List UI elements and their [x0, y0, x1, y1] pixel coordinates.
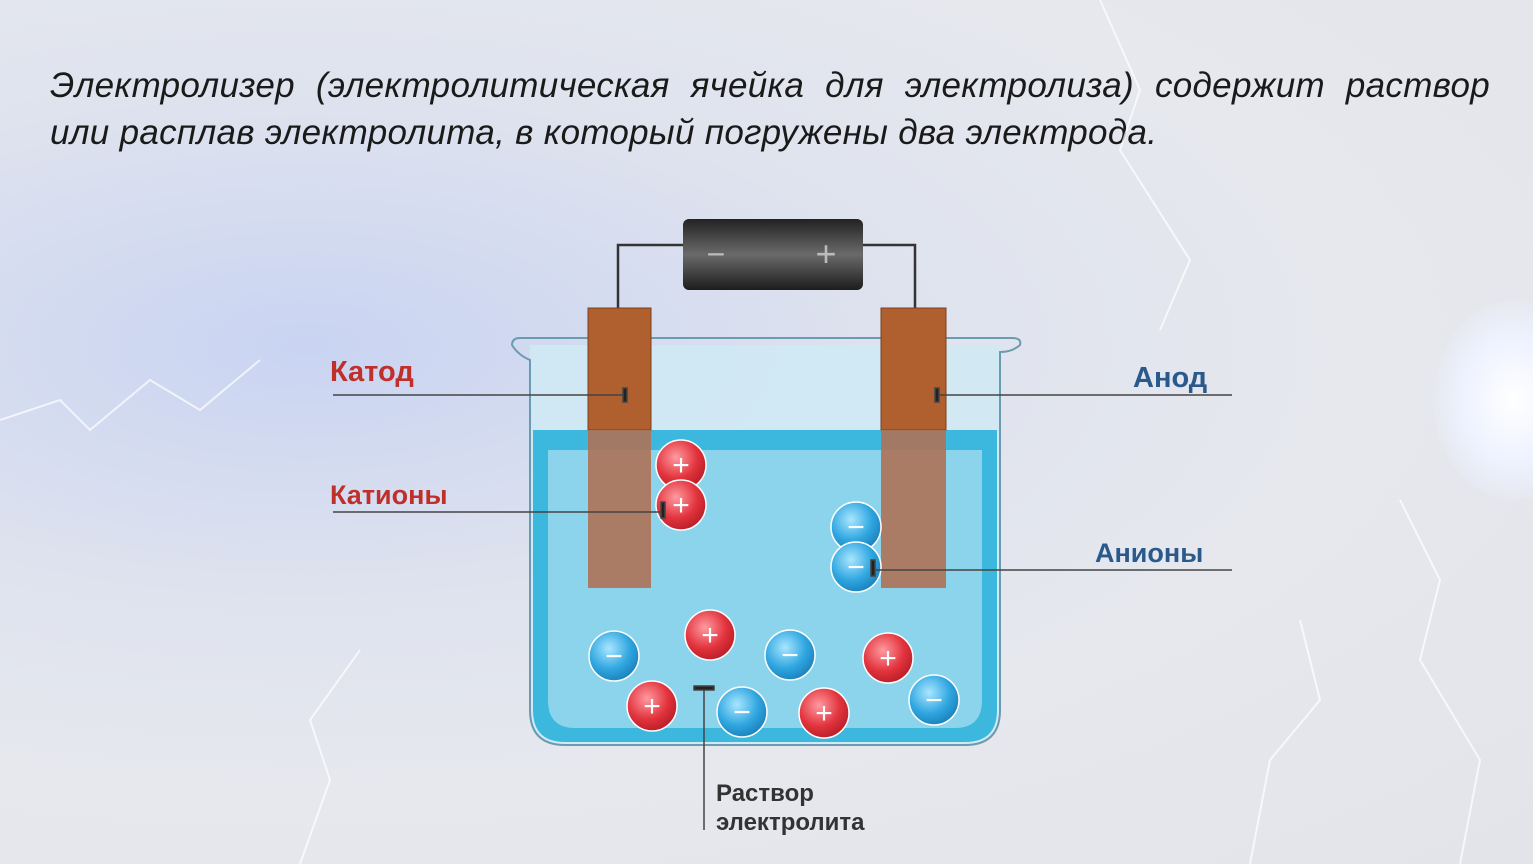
anion-charge-sign: −	[733, 696, 751, 729]
cation-ion	[655, 479, 707, 531]
wire-positive	[862, 243, 917, 308]
anion-ion	[908, 674, 960, 726]
battery-plus: +	[815, 233, 836, 274]
cation-charge-sign: +	[672, 449, 690, 482]
leader-lines	[333, 387, 1232, 830]
ions: ++++++−−−−−−	[588, 439, 960, 739]
cation-ion	[684, 609, 736, 661]
cation-ion	[626, 680, 678, 732]
anode-electrode	[880, 307, 947, 431]
cation-charge-sign: +	[672, 489, 690, 522]
cathode-electrode	[587, 307, 652, 431]
solution-label-line2: электролита	[716, 809, 865, 836]
anion-charge-sign: −	[925, 684, 943, 717]
anion-charge-sign: −	[847, 551, 865, 584]
wire-negative	[616, 243, 684, 308]
cation-charge-sign: +	[643, 690, 661, 723]
anion-ion	[830, 541, 882, 593]
cation-charge-sign: +	[879, 642, 897, 675]
cathode-label: Катод	[330, 356, 414, 388]
cation-charge-sign: +	[815, 697, 833, 730]
anode-label: Анод	[1133, 362, 1207, 394]
solution-label-line1: Раствор	[716, 780, 814, 807]
slide-title: Электролизер (электролитическая ячейка д…	[50, 66, 1490, 152]
cation-ion	[862, 632, 914, 684]
anion-ion	[716, 686, 768, 738]
cation-ion	[798, 687, 850, 739]
battery: − +	[683, 219, 863, 290]
anion-ion	[764, 629, 816, 681]
anion-charge-sign: −	[847, 511, 865, 544]
cation-charge-sign: +	[701, 619, 719, 652]
anion-charge-sign: −	[605, 640, 623, 673]
battery-minus: −	[707, 236, 726, 272]
cations-label: Катионы	[330, 480, 448, 510]
lightning-decoration	[0, 0, 1480, 864]
anions-label: Анионы	[1095, 538, 1203, 568]
anion-ion	[588, 630, 640, 682]
anion-charge-sign: −	[781, 639, 799, 672]
